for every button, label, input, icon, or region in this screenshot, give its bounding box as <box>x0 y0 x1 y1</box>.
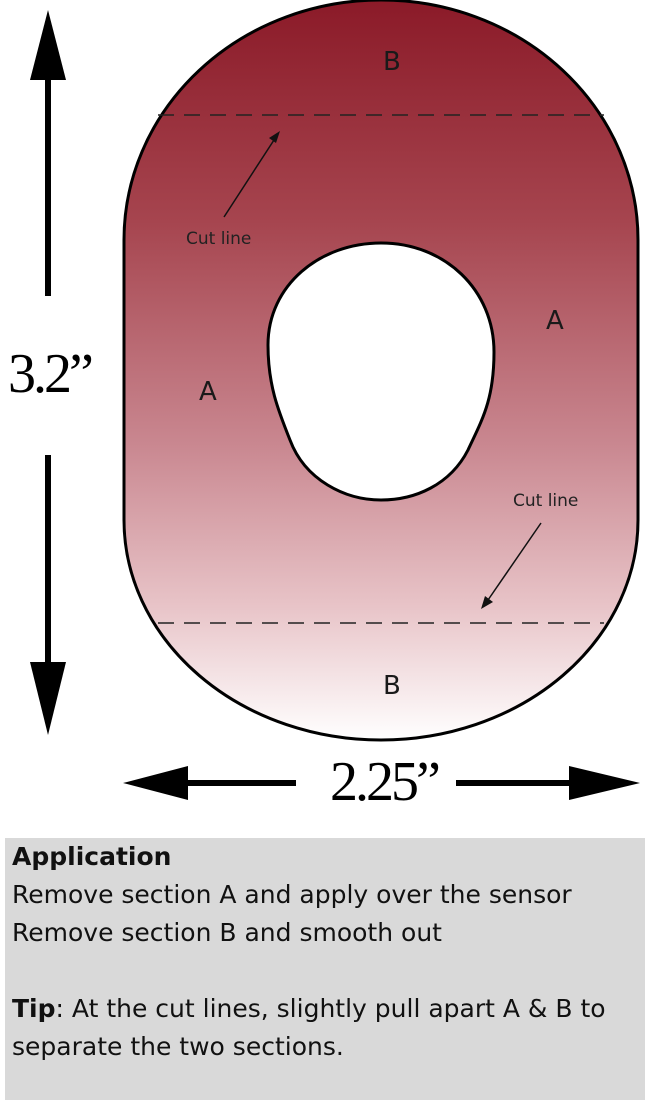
width-arrow-icon <box>123 766 640 800</box>
application-instructions: Application Remove section A and apply o… <box>5 838 645 1100</box>
patch-diagram: 3.2” Cut line Cut line B A A B 2.25” <box>8 0 640 813</box>
tip-text: : At the cut lines, slightly pull apart … <box>12 994 606 1061</box>
top-cut-label: Cut line <box>186 229 251 249</box>
instruction-step: Remove section A and apply over the sens… <box>12 880 572 909</box>
bottom-cut-label: Cut line <box>513 491 578 511</box>
section-a-right: A <box>546 306 564 336</box>
tip-paragraph: Tip: At the cut lines, slightly pull apa… <box>12 990 638 1066</box>
tip-label: Tip <box>12 994 56 1023</box>
section-a-left: A <box>199 377 217 407</box>
instructions-title: Application <box>12 842 172 871</box>
instruction-step: Remove section B and smooth out <box>12 918 442 947</box>
height-arrow-icon <box>30 10 66 735</box>
height-dimension: 3.2” <box>8 343 92 405</box>
bottom-cut-arrow-icon <box>481 522 542 609</box>
width-dimension: 2.25” <box>330 751 439 813</box>
section-b-bottom: B <box>383 671 401 701</box>
section-b-top: B <box>383 47 401 77</box>
sensor-hole <box>266 241 496 502</box>
top-cut-arrow-icon <box>223 131 280 218</box>
